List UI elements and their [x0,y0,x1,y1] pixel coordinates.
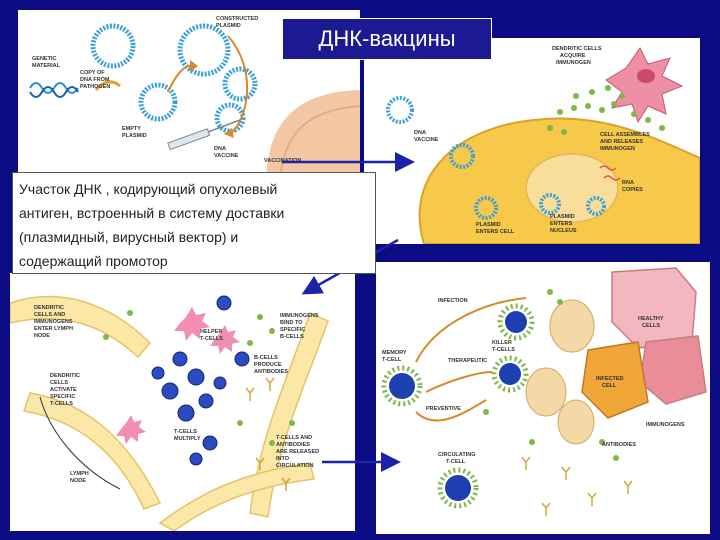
label-tcells-multiply: T-CELLS MULTIPLY [174,429,201,442]
label-dendritic-activate: DENDRITIC CELLS ACTIVATE SPECIFIC T-CELL… [50,373,81,407]
label-healthy-cells: HEALTHY CELLS [638,316,665,329]
lymph-node-panel: DENDRITIC CELLS AND IMMUNOGENS ENTER LYM… [10,273,355,531]
label-antibodies: ANTIBODIES [602,442,636,448]
arrow-to-vaccine [227,35,249,135]
description-callout: Участок ДНК , кодирующий опухолевый анти… [12,172,376,274]
label-dendritic-acquire: DENDRITIC CELLS ACQUIRE IMMUNOGEN [552,46,603,66]
vaccine-plasmid-2 [449,143,475,169]
arrowhead-constructed [190,60,198,72]
damaged-cells [525,299,595,445]
vessel-right [249,311,329,518]
label-constructed-plasmid: CONSTRUCTED PLASMID [216,16,260,29]
arrow-to-constructed [167,65,191,93]
dna-copy-strand [94,80,121,92]
cell-nucleus [525,153,619,223]
slide-title: ДНК-вакцины [282,18,492,60]
plasmid-entering-cell [474,196,498,220]
constructed-plasmid-ring [177,23,231,77]
callout-line-1: Участок ДНК , кодирующий опухолевый [19,181,278,197]
immune-response-panel: INFECTION MEMORY T-CELL KILLER T-CELLS T… [376,262,710,534]
lymphocytes [151,295,250,466]
dendritic-cell [605,47,684,124]
label-preventive: PREVENTIVE [426,406,461,412]
label-infection: INFECTION [438,298,468,304]
genetic-material-coil [29,82,79,98]
label-memory-tcell: MEMORY T-CELL [382,350,408,363]
label-bcells-produce: B-CELLS PRODUCE ANTIBODIES [254,355,288,375]
callout-line-3: (плазмидный, вирусный вектор) и [19,229,239,245]
tissue-shape [266,90,360,180]
label-helper-tcells: HELPER T-CELLS [200,329,224,342]
immunogen-particles [103,310,295,446]
cell-uptake-illustration: DENDRITIC CELLS ACQUIRE IMMUNOGEN DNA VA… [386,46,700,244]
immunogen-dots [547,85,665,135]
plasmid-construction-illustration: GENETIC MATERIAL COPY OF DNA FROM PATHOG… [29,16,360,180]
dna-vaccine-ring-1 [222,66,258,102]
label-vaccination: VACCINATION [264,158,301,164]
label-killer-tcells: KILLER T-CELLS [492,340,515,353]
label-empty-plasmid: EMPTY PLASMID [122,126,147,139]
label-dendritic-enter: DENDRITIC CELLS AND IMMUNOGENS ENTER LYM… [34,305,74,339]
vessel-lower [23,392,162,510]
antibodies [245,377,291,491]
plasmid-in-nucleus [539,193,561,215]
dendritic-cells [116,307,240,444]
label-plasmid-enters-nucleus: PLASMID ENTERS NUCLEUS [550,214,577,234]
label-immunogens: IMMUNOGENS [646,422,685,428]
label-lymph-node: LYMPH NODE [70,471,90,484]
label-dna-vaccine-2: DNA VACCINE [414,130,439,143]
rna-copies [599,165,621,181]
lymph-node-bracket [39,396,121,490]
label-dna-vaccine: DNA VACCINE [214,146,239,159]
infected-cell [581,341,649,419]
label-therapeutic: THERAPEUTIC [448,358,487,364]
label-infected-cell: INFECTED CELL [596,376,625,389]
label-immunogens-bind: IMMUNOGENS BIND TO SPECIFIC B-CELLS [280,313,320,340]
label-plasmid-enters-cell: PLASMID ENTERS CELL [476,222,515,235]
cell-uptake-panel: DENDRITIC CELLS ACQUIRE IMMUNOGEN DNA VA… [364,38,700,244]
empty-plasmid-ring [138,82,178,122]
immune-response-illustration: INFECTION MEMORY T-CELL KILLER T-CELLS T… [381,267,707,516]
label-copy-of-dna: COPY OF DNA FROM PATHOGEN [80,70,111,90]
lymph-node-illustration: DENDRITIC CELLS AND IMMUNOGENS ENTER LYM… [10,295,329,531]
label-genetic-material: GENETIC MATERIAL [32,56,61,69]
vaccine-plasmid-1 [386,96,414,124]
response-arrows [415,297,527,422]
plasmid-in-nucleus-2 [586,196,606,216]
healthy-cells [611,267,707,405]
label-rna-copies: RNA COPIES [622,180,643,193]
antibodies-4 [521,456,633,516]
label-tcells-released: T-CELLS AND ANTIBODIES ARE RELEASED INTO… [276,435,321,469]
label-cell-assembles: CELL ASSEMBLES AND RELEASES IMMUNOGEN [600,132,651,152]
plasmid-ring-top [90,23,136,69]
callout-line-2: антиген, встроенный в систему доставки [19,205,285,221]
tissue-shade [279,105,360,180]
vessel-bottom [158,462,315,531]
immunogen-dots-4 [483,289,619,461]
syringe-icon [167,119,241,151]
t-cells [381,303,535,509]
callout-line-4: содержащий промотор [19,253,168,269]
dna-vaccine-ring-2 [214,102,246,134]
arrowhead-vaccine [224,128,234,138]
label-circulating-tcell: CIRCULATING T-CELL [438,452,477,465]
vessel-upper [10,295,152,359]
